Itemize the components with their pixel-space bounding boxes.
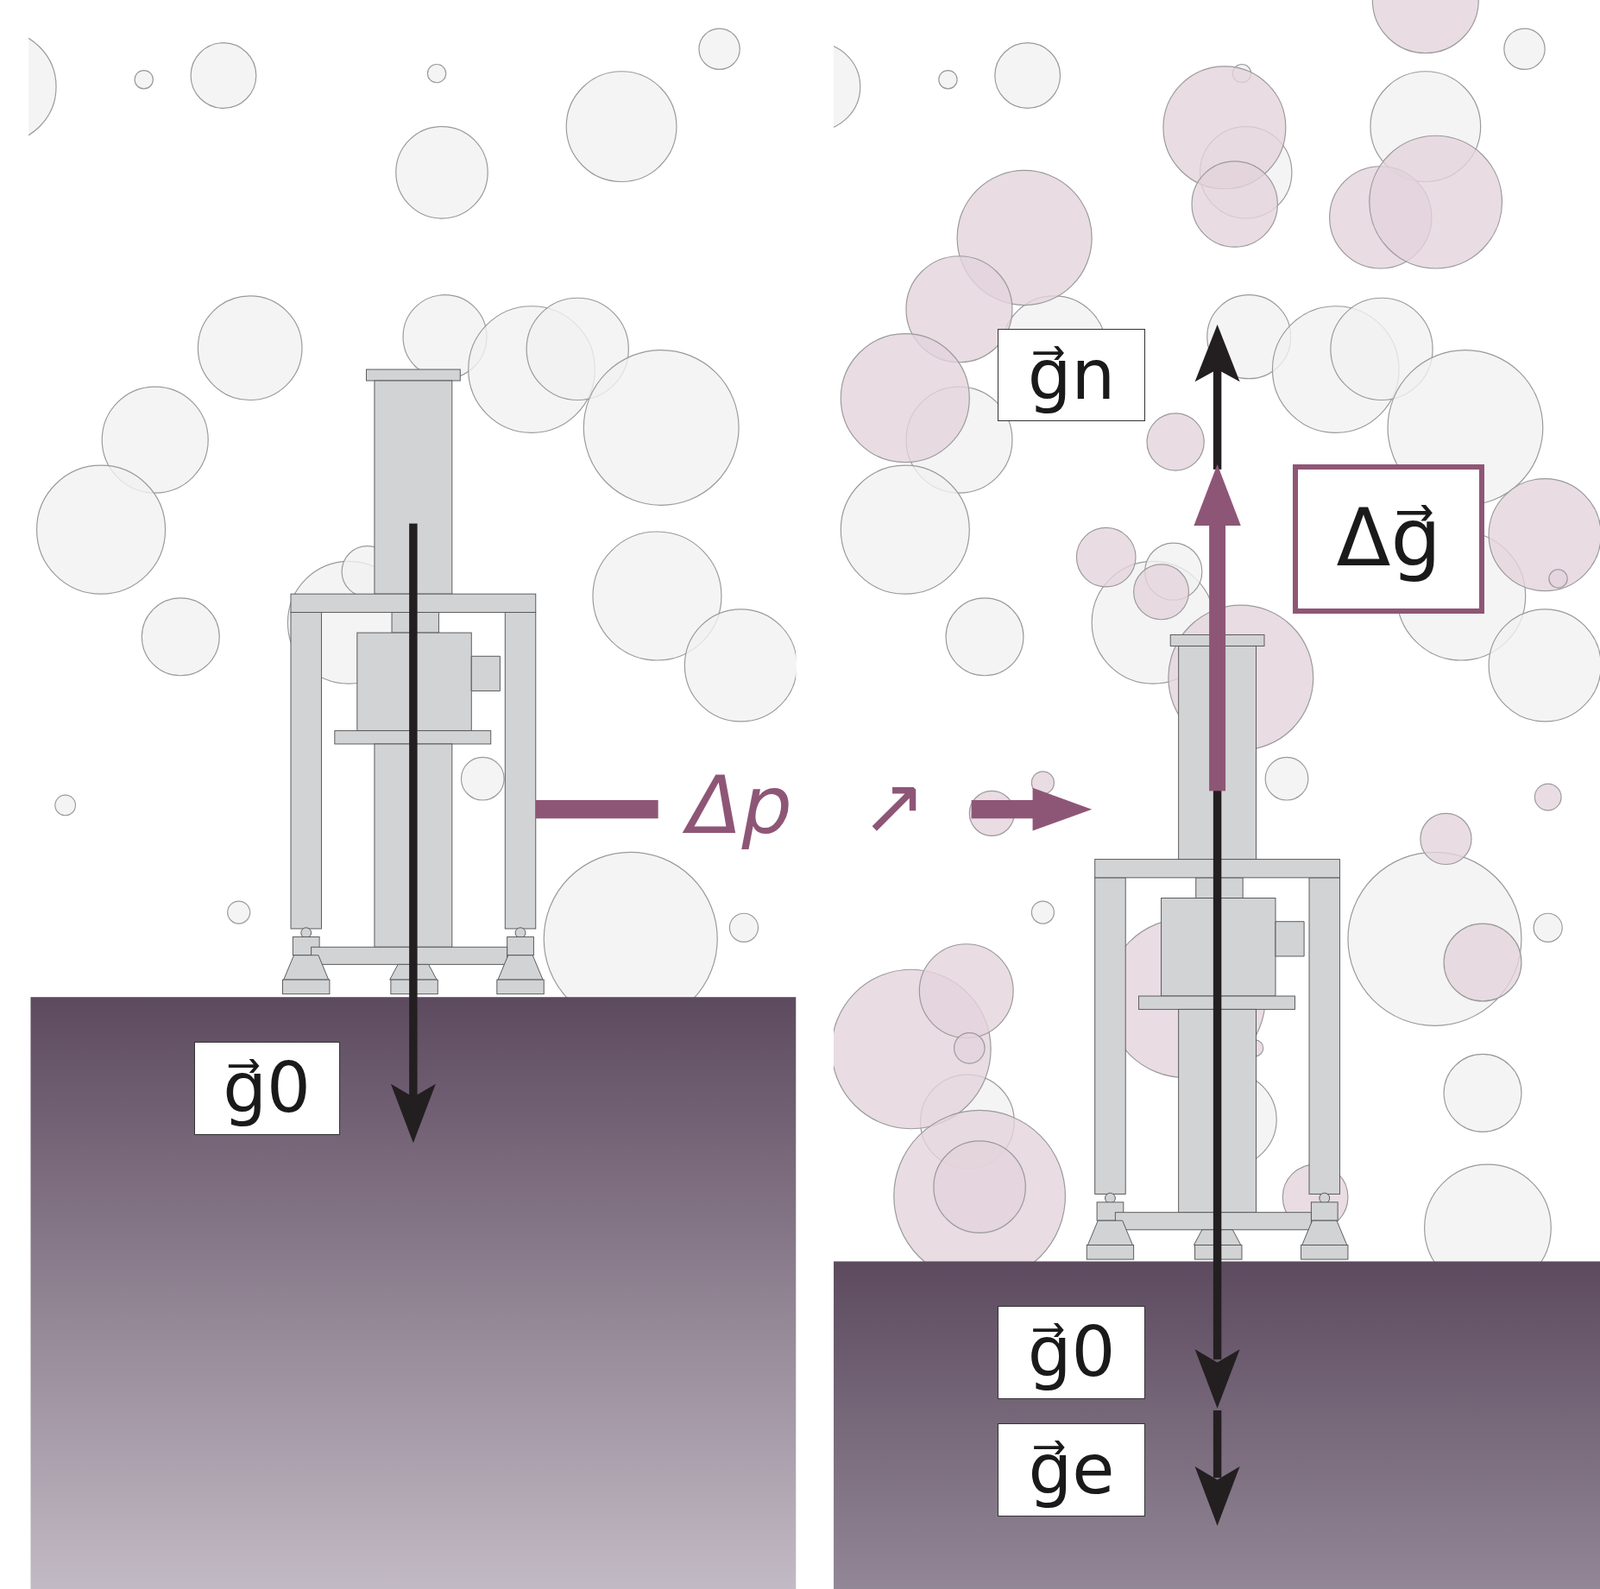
vector-symbol: g⃗0 xyxy=(1027,1312,1116,1393)
molecule xyxy=(1549,569,1568,588)
molecule xyxy=(1488,478,1600,592)
molecule xyxy=(1372,0,1479,53)
molecule xyxy=(1533,913,1563,942)
molecule xyxy=(729,913,758,942)
molecule xyxy=(954,1033,985,1064)
molecule xyxy=(945,598,1024,676)
vector-symbol: g⃗0 xyxy=(222,1048,311,1128)
molecule xyxy=(833,43,861,132)
molecule xyxy=(840,465,970,594)
gravity-vectors xyxy=(390,324,1241,1526)
molecule xyxy=(894,1109,1066,1282)
molecule xyxy=(227,900,251,924)
molecule xyxy=(840,333,970,463)
molecule xyxy=(1191,161,1278,247)
vector-label: g⃗e xyxy=(997,1423,1145,1517)
molecule xyxy=(1504,28,1545,70)
vector-symbol: Δg⃗ xyxy=(1336,492,1442,585)
vector-label: g⃗0 xyxy=(997,1305,1145,1399)
molecule xyxy=(1420,812,1472,864)
molecule xyxy=(190,43,257,109)
molecule xyxy=(684,609,796,722)
molecule xyxy=(1443,923,1522,1002)
molecule xyxy=(995,43,1061,109)
molecule xyxy=(566,71,677,183)
molecule xyxy=(1369,135,1503,269)
pressure-change-label: Δp xyxy=(684,766,796,846)
molecule xyxy=(1488,609,1600,722)
molecule xyxy=(1534,783,1562,811)
molecule xyxy=(1146,413,1204,471)
molecule xyxy=(141,598,220,676)
vector-symbol: g⃗e xyxy=(1028,1429,1115,1510)
molecule xyxy=(1348,851,1522,1026)
molecule xyxy=(1443,1053,1522,1132)
molecule xyxy=(460,756,504,800)
molecule xyxy=(37,465,166,594)
molecule xyxy=(938,70,958,89)
molecule xyxy=(197,296,303,401)
molecule xyxy=(134,70,153,89)
molecule xyxy=(55,794,76,816)
vector-label: g⃗n xyxy=(997,328,1145,423)
molecule xyxy=(583,350,739,506)
molecule xyxy=(28,30,57,143)
difference-box: Δg⃗ xyxy=(1292,464,1485,614)
molecule xyxy=(427,63,446,82)
molecule xyxy=(919,944,1014,1039)
molecule xyxy=(1133,564,1190,620)
molecule xyxy=(1265,756,1309,800)
molecule xyxy=(1031,900,1054,924)
molecule xyxy=(699,28,740,70)
molecule xyxy=(396,126,488,219)
increase-symbol: ↗ xyxy=(857,767,930,845)
vector-symbol: g⃗n xyxy=(1027,335,1115,416)
molecule xyxy=(1076,527,1136,587)
vector-label: g⃗0 xyxy=(194,1041,341,1135)
molecule xyxy=(933,1140,1026,1233)
